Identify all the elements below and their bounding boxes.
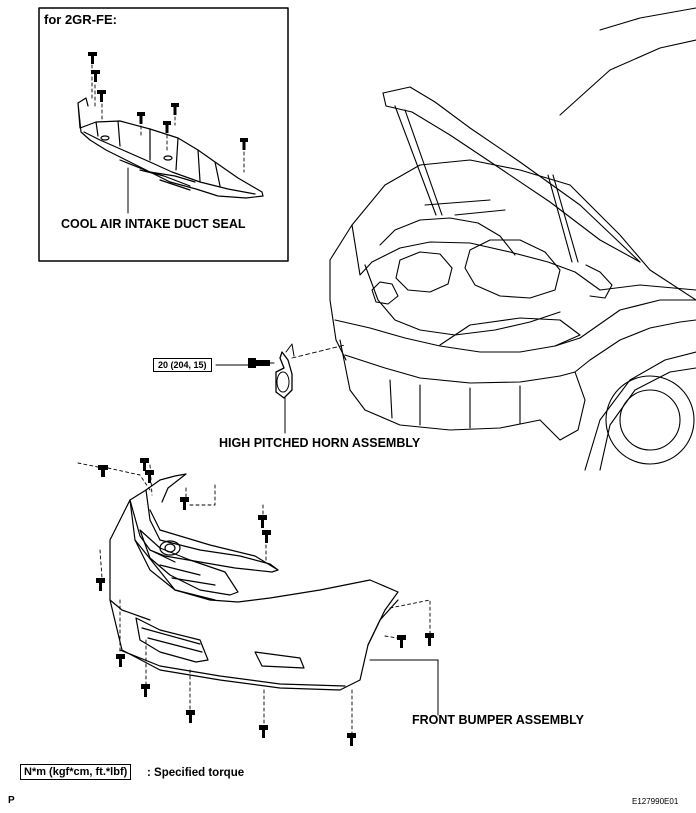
- horn-dashes: [269, 344, 346, 364]
- high-pitched-horn-drawing: [275, 343, 295, 399]
- front-bumper-label: FRONT BUMPER ASSEMBLY: [412, 713, 585, 727]
- torque-legend-text: : Specified torque: [147, 767, 245, 779]
- inset-frame: [38, 7, 289, 262]
- cool-air-intake-duct-seal-label: COOL AIR INTAKE DUCT SEAL: [61, 217, 246, 231]
- horn-bolt: [248, 358, 270, 368]
- bumper-dashes: [77, 462, 431, 734]
- horn-torque-spec: 20 (204, 15): [153, 358, 212, 372]
- cool-air-intake-duct-seal-drawing: [77, 97, 264, 199]
- bumper-fasteners: [96, 458, 434, 746]
- footer-left-letter: P: [8, 795, 15, 806]
- bumper-leader: [369, 659, 439, 716]
- inset-title: for 2GR-FE:: [44, 12, 117, 27]
- illustration-code: E127990E01: [632, 797, 679, 806]
- car-drawing: [329, 7, 696, 471]
- torque-unit-box: N*m (kgf*cm, ft.*lbf): [20, 764, 132, 780]
- front-bumper-drawing: [109, 473, 399, 691]
- high-pitched-horn-label: HIGH PITCHED HORN ASSEMBLY: [219, 436, 421, 450]
- inset-clips: [88, 52, 248, 150]
- inset-dashes: [91, 64, 245, 173]
